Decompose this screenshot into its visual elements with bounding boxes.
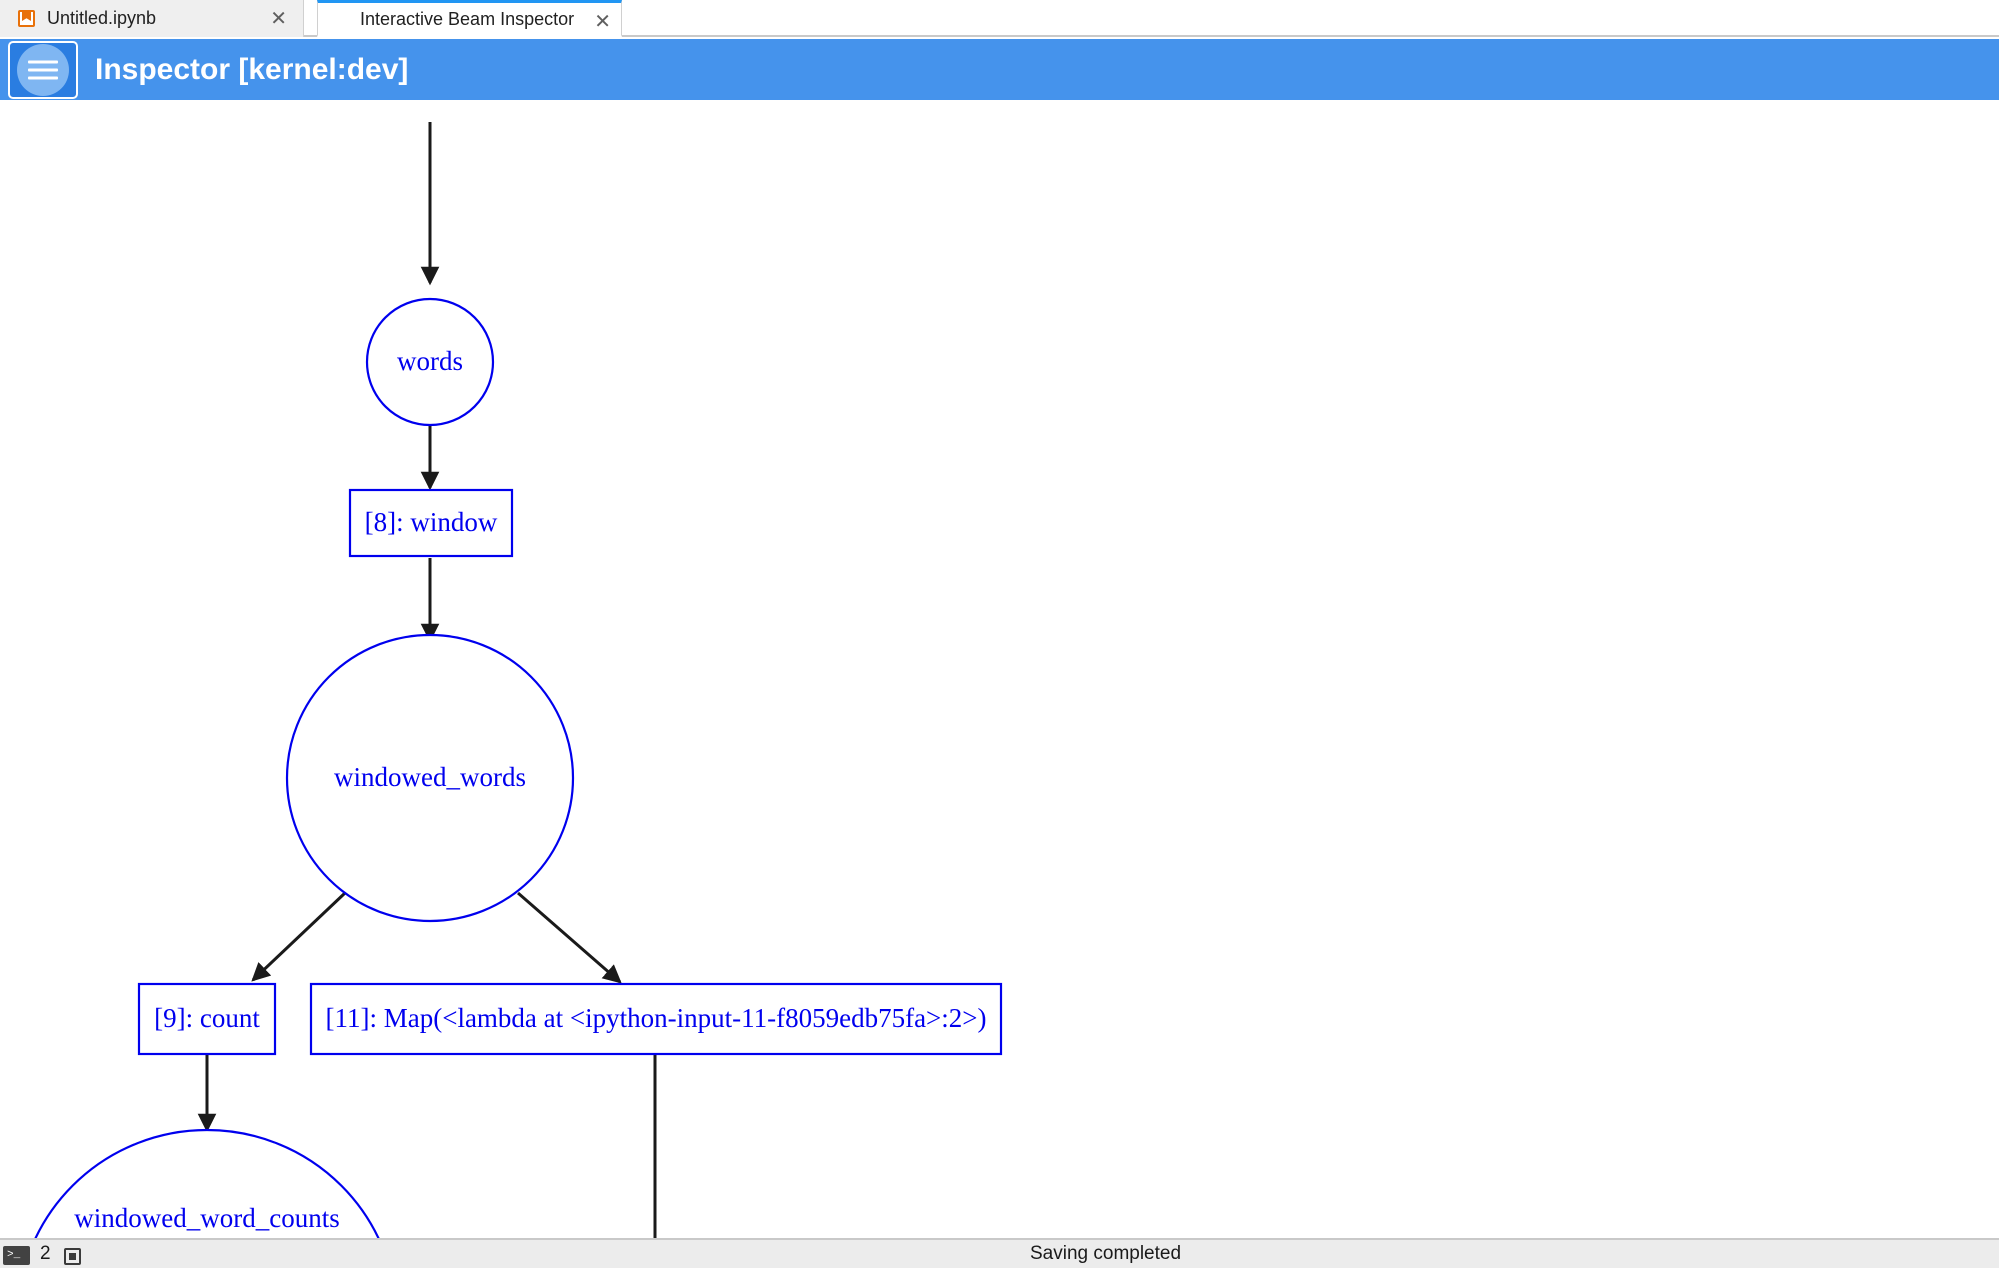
tab-close-icon[interactable]: ✕ [594,11,611,33]
tab-interactive-beam-inspector[interactable]: Interactive Beam Inspector ✕ [317,0,622,37]
graph-node-map[interactable]: [11]: Map(<lambda at <ipython-input-11-f… [309,982,1003,1056]
node-shape-circle [365,297,495,427]
node-shape-circle [285,633,575,923]
graph-node-words[interactable]: words [365,297,495,427]
graph-node-windowed-word-counts[interactable]: windowed_word_counts [17,1128,397,1238]
kernel-count: 2 [40,1243,51,1264]
tab-untitled-notebook[interactable]: Untitled.ipynb ✕ [0,0,304,37]
node-shape-circle [34,1128,380,1238]
node-label: [11]: Map(<lambda at <ipython-input-11-f… [326,1003,987,1033]
node-label: [8]: window [365,507,498,537]
notebook-icon [18,10,35,27]
node-shape-box [348,488,514,558]
memory-chip-icon[interactable] [64,1248,81,1265]
graph-node-windowed-words[interactable]: windowed_words [285,633,575,923]
inspector-header: Inspector [kernel:dev] [0,39,1999,100]
edge-windowed-words-to-map [517,891,622,984]
saving-status-text: Saving completed [1030,1243,1182,1264]
node-label: [9]: count [154,1003,260,1033]
graph-node-window[interactable]: [8]: window [348,488,514,558]
tab-bar: Untitled.ipynb ✕ Interactive Beam Inspec… [0,0,1999,37]
node-shape-box [137,982,277,1056]
tab-close-icon[interactable]: ✕ [270,8,287,30]
status-bar: >_ 2 Saving completed [0,1238,1999,1268]
terminal-icon[interactable]: >_ [3,1246,30,1265]
page-title: Inspector [kernel:dev] [95,52,409,86]
graph-node-count[interactable]: [9]: count [137,982,277,1056]
node-label: words [397,346,463,376]
hamburger-menu-button[interactable] [8,41,78,99]
node-label: windowed_words [334,762,526,792]
node-label: windowed_word_counts [74,1203,339,1233]
graph-edges [197,122,657,1238]
tab-label: Untitled.ipynb [47,8,157,28]
node-shape-box [309,982,1003,1056]
tab-label: Interactive Beam Inspector [360,8,575,29]
hamburger-icon [28,56,58,85]
edge-windowed-words-to-count [251,891,347,982]
beam-pipeline-graph[interactable]: words [8]: window windowed_words [9]: co… [0,100,1999,1238]
